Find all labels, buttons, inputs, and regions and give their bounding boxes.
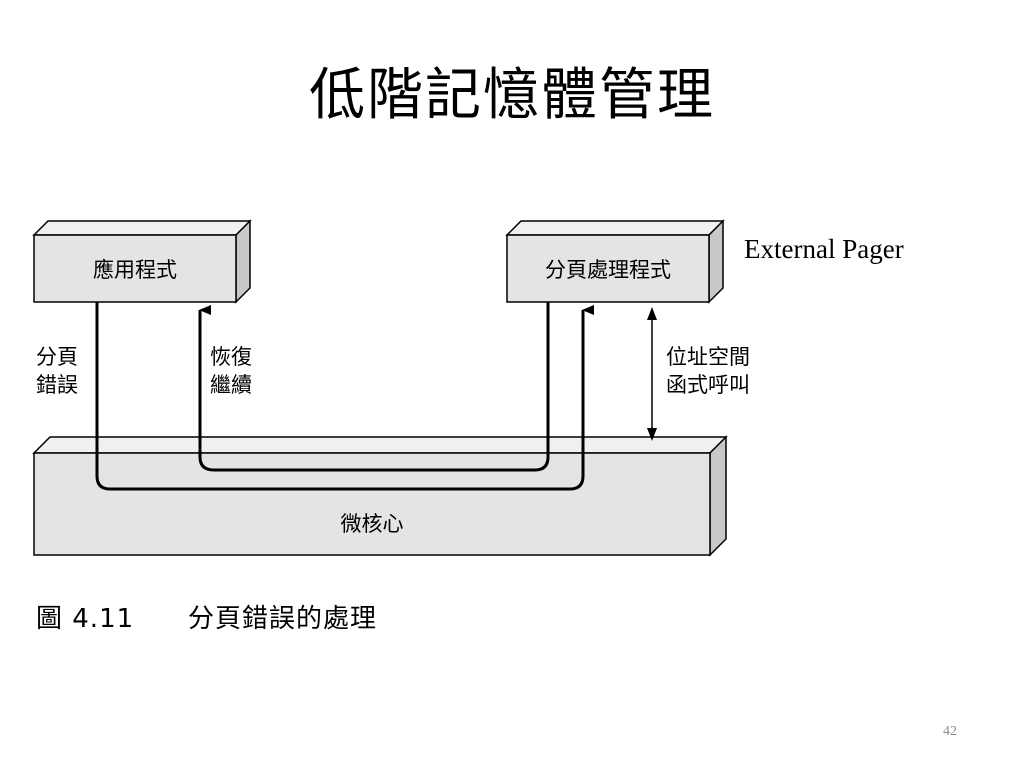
- pager-box-label: 分頁處理程式: [545, 258, 671, 282]
- pager-box: 分頁處理程式: [505, 219, 725, 304]
- address-space-label-line1: 位址空間: [666, 345, 750, 369]
- microkernel-box-label: 微核心: [341, 512, 404, 536]
- page-fault-path: [95, 302, 594, 491]
- resume-label-line1: 恢復: [210, 345, 252, 369]
- microkernel-box: 微核心: [32, 435, 728, 557]
- figure-caption-number: 圖 4.11: [36, 604, 134, 634]
- slide-title: 低階記憶體管理: [309, 63, 715, 128]
- slide-number: 42: [943, 724, 957, 739]
- application-box-label: 應用程式: [93, 258, 177, 282]
- resume-path: [198, 302, 550, 472]
- address-space-label-line2: 函式呼叫: [666, 373, 750, 397]
- address-space-arrow: [647, 307, 657, 441]
- figure-caption-text: 分頁錯誤的處理: [188, 604, 377, 634]
- resume-label-line2: 繼續: [210, 373, 252, 397]
- external-pager-label: External Pager: [744, 234, 904, 264]
- page-fault-label-line1: 分頁: [36, 345, 78, 369]
- application-box: 應用程式: [32, 219, 252, 304]
- page-fault-label-line2: 錯誤: [36, 373, 78, 397]
